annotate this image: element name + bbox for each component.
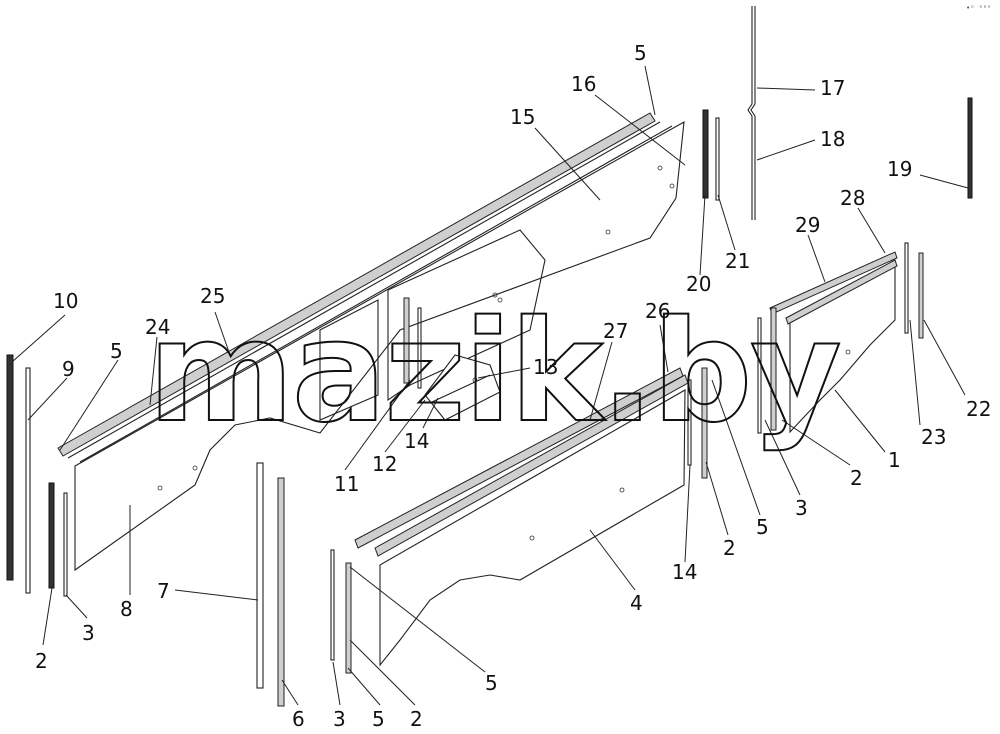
leader-lines: [11, 65, 969, 706]
callout-28: 28: [840, 186, 865, 210]
callout-8: 8: [120, 597, 133, 621]
callout-19: 19: [887, 157, 912, 181]
post-2-left: [48, 482, 68, 597]
post-10: [6, 354, 31, 594]
callout-18: 18: [820, 127, 845, 151]
callout-29: 29: [795, 213, 820, 237]
callout-25: 25: [200, 284, 225, 308]
callout-2: 2: [35, 649, 48, 673]
callout-labels: 5 16 15 17 18 19 20 21 28 29 10 9 5 25 2…: [35, 41, 991, 731]
callout-15: 15: [510, 105, 535, 129]
callout-2: 2: [723, 536, 736, 560]
inner-panel-11: [319, 229, 546, 421]
post-right-2-3: [757, 307, 777, 434]
callout-3: 3: [333, 707, 346, 731]
callout-23: 23: [921, 425, 946, 449]
callout-6: 6: [292, 707, 305, 731]
strip-17-18: [747, 6, 756, 220]
callout-3: 3: [82, 621, 95, 645]
callout-22: 22: [966, 397, 991, 421]
watermark: mazik.by: [148, 291, 840, 454]
post-7: [256, 462, 285, 707]
callout-16: 16: [571, 72, 596, 96]
side-panel-15: [74, 120, 685, 572]
callout-5: 5: [110, 339, 123, 363]
strip-19: [967, 97, 973, 199]
rear-panel-1: [769, 251, 898, 434]
lower-panel-4: [354, 367, 689, 667]
callout-14: 14: [404, 429, 429, 453]
callout-5: 5: [485, 671, 498, 695]
bracket-13: [424, 354, 501, 421]
callout-17: 17: [820, 76, 845, 100]
callout-5: 5: [634, 41, 647, 65]
callout-27: 27: [603, 319, 628, 343]
callout-12: 12: [372, 452, 397, 476]
callout-3: 3: [795, 496, 808, 520]
callout-24: 24: [145, 315, 170, 339]
post-11: [403, 297, 422, 389]
post-20-21: [702, 109, 720, 201]
post-bottom: [330, 549, 352, 674]
callout-21: 21: [725, 249, 750, 273]
callout-10: 10: [53, 289, 78, 313]
callout-5: 5: [756, 515, 769, 539]
callout-9: 9: [62, 357, 75, 381]
callout-2: 2: [850, 466, 863, 490]
callout-20: 20: [686, 272, 711, 296]
callout-2: 2: [410, 707, 423, 731]
callout-14: 14: [672, 560, 697, 584]
callout-4: 4: [630, 591, 643, 615]
post-22-23: [904, 242, 924, 339]
callout-26: 26: [645, 299, 670, 323]
callout-7: 7: [157, 579, 170, 603]
callout-11: 11: [334, 472, 359, 496]
top-rail-16: [57, 112, 673, 463]
callout-5: 5: [372, 707, 385, 731]
corner-mark: •ᵒ ᵒᵒᵒ: [966, 4, 991, 12]
callout-13: 13: [533, 355, 558, 379]
callout-1: 1: [888, 448, 901, 472]
